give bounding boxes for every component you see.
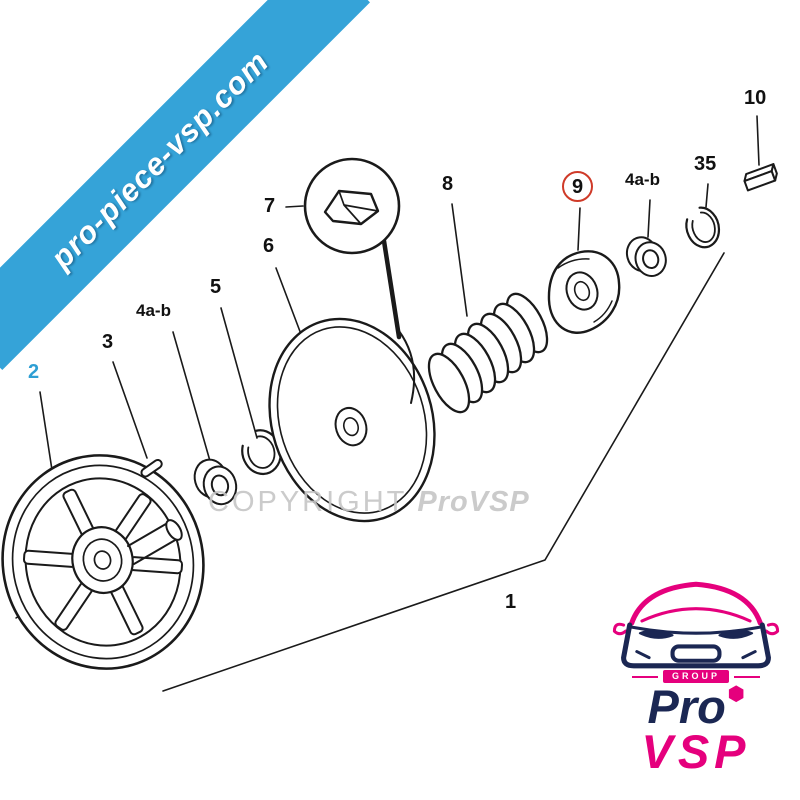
part-label-2: 2 bbox=[28, 361, 40, 383]
pulley-half bbox=[268, 317, 436, 523]
retaining-ring bbox=[685, 206, 721, 249]
pin bbox=[140, 458, 163, 478]
nut-icon: ⬢ bbox=[727, 684, 745, 705]
part-label-7: 7 bbox=[264, 195, 276, 217]
banner-wing-right bbox=[734, 675, 760, 678]
part-label-10: 10 bbox=[744, 87, 767, 109]
part-label-4a-b-left: 4a-b bbox=[136, 301, 171, 320]
watermark-brand: ProVSP bbox=[417, 486, 530, 518]
part-label-5: 5 bbox=[210, 276, 222, 298]
part-label-1: 1 bbox=[505, 591, 517, 613]
pulley-wheel bbox=[1, 454, 205, 670]
logo-brand-bottom: VSP bbox=[641, 724, 751, 778]
logo-group-label: GROUP bbox=[662, 670, 729, 683]
part-label-9-highlighted: 9 bbox=[562, 171, 593, 202]
detail-callout bbox=[303, 157, 402, 340]
washer-left bbox=[193, 458, 238, 506]
logo-brand-top: Pro⬢ bbox=[598, 683, 794, 730]
logo-group-banner: GROUP bbox=[598, 670, 794, 683]
assembly-axis-line bbox=[162, 252, 725, 692]
spring bbox=[427, 292, 549, 414]
spring-guide bbox=[547, 250, 621, 334]
watermark-prefix: COPYRIGHT bbox=[208, 486, 408, 518]
banner-wing-left bbox=[631, 675, 658, 678]
key bbox=[743, 163, 778, 192]
car-icon bbox=[612, 581, 780, 669]
logo-pro-text: Pro bbox=[647, 680, 726, 733]
part-label-3: 3 bbox=[102, 331, 114, 353]
part-label-6: 6 bbox=[263, 235, 275, 257]
part-label-8: 8 bbox=[442, 173, 454, 195]
leader-lines bbox=[39, 115, 760, 471]
circlip bbox=[241, 429, 282, 476]
copyright-watermark: COPYRIGHT ProVSP bbox=[208, 486, 530, 519]
part-label-35: 35 bbox=[694, 153, 717, 175]
provsp-logo: GROUP Pro⬢ VSP bbox=[598, 572, 794, 774]
part-label-4a-b-right: 4a-b bbox=[625, 170, 660, 189]
washer-right bbox=[625, 236, 667, 277]
